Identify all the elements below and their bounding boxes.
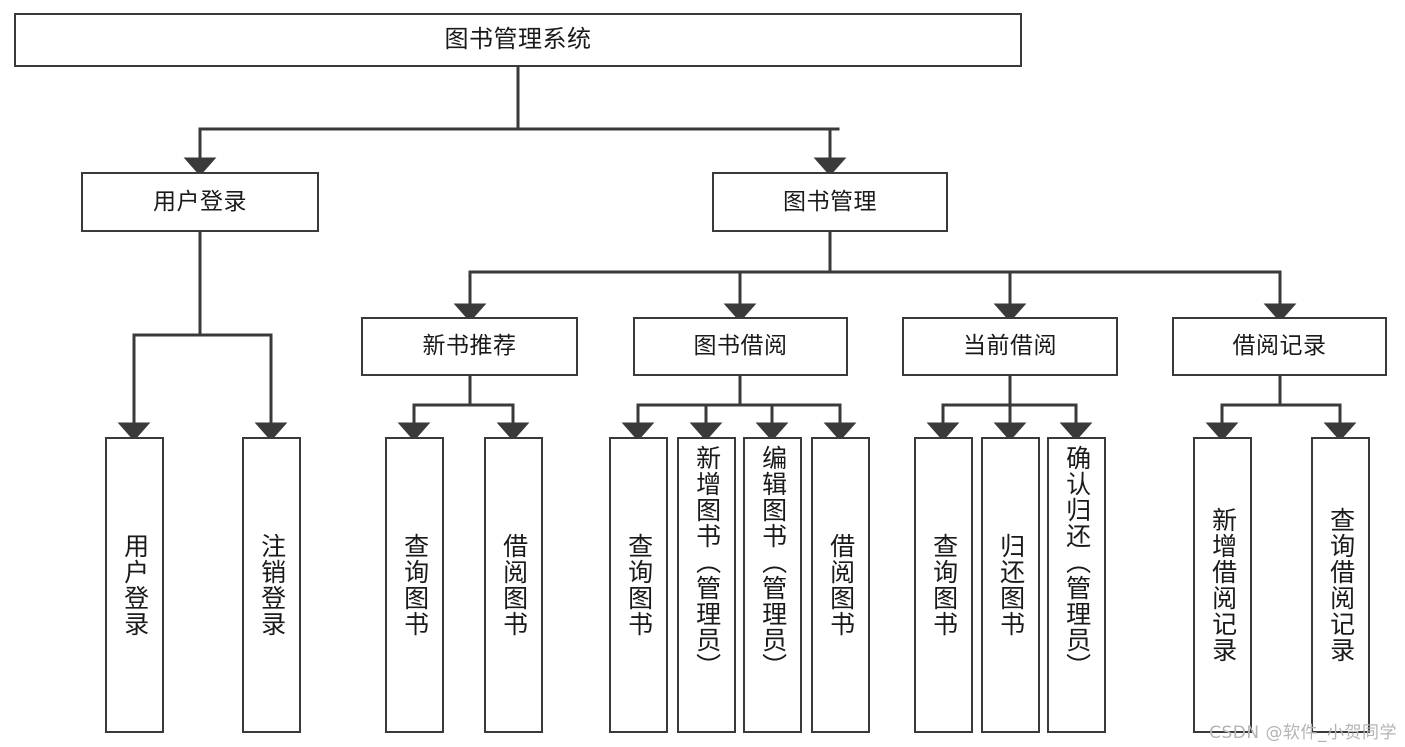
node-root-label: 图书管理系统 [444,25,592,54]
leaf-current-query-book[interactable]: 查询图书 [914,437,973,733]
node-current-borrow[interactable]: 当前借阅 [902,317,1118,376]
leaf-edit-book-admin[interactable]: 编辑图书（管理员） [743,437,802,733]
node-user-login[interactable]: 用户登录 [81,172,319,232]
leaf-edit-book-admin-label: 编辑图书（管理员） [758,445,788,679]
leaf-user-login-label: 用户登录 [120,533,150,637]
leaf-recommend-borrow-book-label: 借阅图书 [499,533,529,637]
leaf-borrow-book[interactable]: 借阅图书 [811,437,870,733]
leaf-add-book-admin[interactable]: 新增图书（管理员） [677,437,736,733]
node-user-login-label: 用户登录 [153,188,247,215]
csdn-watermark: CSDN @软件_小贺同学 [1209,723,1397,743]
node-borrow-record-label: 借阅记录 [1232,333,1327,360]
leaf-return-book[interactable]: 归还图书 [981,437,1040,733]
leaf-borrow-query-book-label: 查询图书 [624,533,654,637]
leaf-return-book-label: 归还图书 [996,533,1026,637]
leaf-recommend-borrow-book[interactable]: 借阅图书 [484,437,543,733]
leaf-recommend-query-book-label: 查询图书 [400,533,430,637]
node-book-borrow-label: 图书借阅 [693,333,788,360]
leaf-user-login[interactable]: 用户登录 [105,437,164,733]
leaf-confirm-return-admin[interactable]: 确认归还（管理员） [1047,437,1106,733]
leaf-logout[interactable]: 注销登录 [242,437,301,733]
leaf-confirm-return-admin-label: 确认归还（管理员） [1062,445,1092,679]
leaf-borrow-book-label: 借阅图书 [826,533,856,637]
node-book-management-label: 图书管理 [783,188,877,215]
leaf-current-query-book-label: 查询图书 [929,533,959,637]
node-borrow-record[interactable]: 借阅记录 [1172,317,1387,376]
node-new-book-recommend[interactable]: 新书推荐 [361,317,578,376]
leaf-add-book-admin-label: 新增图书（管理员） [692,445,722,679]
node-book-borrow[interactable]: 图书借阅 [633,317,848,376]
node-current-borrow-label: 当前借阅 [963,333,1057,360]
leaf-query-borrow-record-label: 查询借阅记录 [1326,507,1356,663]
leaf-recommend-query-book[interactable]: 查询图书 [385,437,444,733]
node-root[interactable]: 图书管理系统 [14,13,1022,67]
leaf-add-borrow-record-label: 新增借阅记录 [1208,507,1238,663]
node-book-management[interactable]: 图书管理 [712,172,948,232]
leaf-query-borrow-record[interactable]: 查询借阅记录 [1311,437,1370,733]
leaf-borrow-query-book[interactable]: 查询图书 [609,437,668,733]
leaf-add-borrow-record[interactable]: 新增借阅记录 [1193,437,1252,733]
leaf-logout-label: 注销登录 [257,533,287,637]
node-new-book-recommend-label: 新书推荐 [422,333,517,360]
